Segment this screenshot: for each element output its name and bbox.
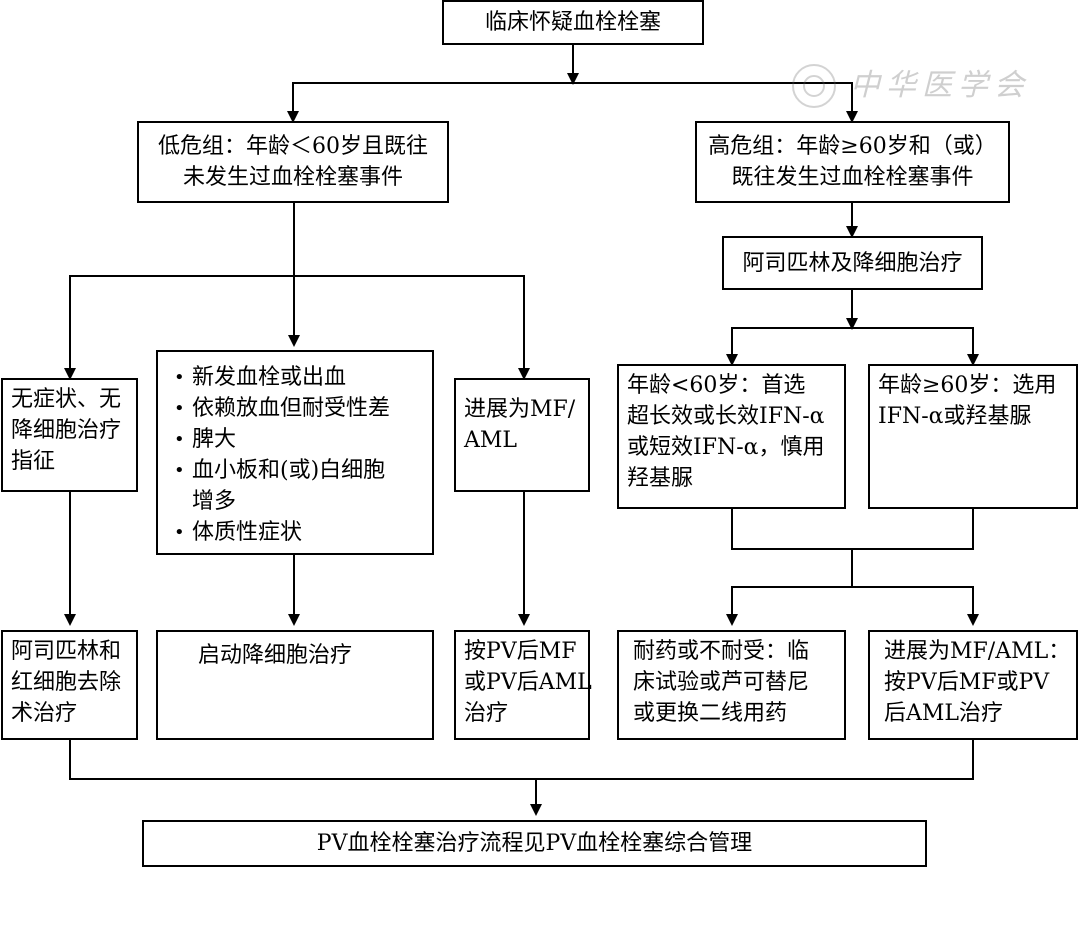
final-box: PV血栓栓塞治疗流程见PV血栓栓塞综合管理	[142, 820, 927, 867]
asymptomatic-line: 降细胞治疗	[11, 418, 122, 443]
resistance-line: 耐药或不耐受：临	[633, 639, 810, 664]
watermark-logo: 中华医学会	[792, 62, 1062, 110]
asymptomatic-box: 无症状、无 降细胞治疗 指征	[1, 378, 138, 492]
start-cytoreduction-box: 启动降细胞治疗	[156, 630, 434, 740]
age-ge60-line: IFN-α或羟基脲	[878, 404, 1032, 429]
age-lt60-line: 超长效或长效IFN-α	[627, 404, 825, 429]
high-risk-line: 既往发生过血栓栓塞事件	[731, 165, 974, 190]
age-lt60-line: 羟基脲	[627, 466, 694, 491]
low-risk-line: 未发生过血栓栓塞事件	[182, 165, 403, 190]
progress-high-line: 按PV后MF或PV	[884, 670, 1050, 695]
start-box: 临床怀疑血栓栓塞	[442, 0, 704, 45]
post-pv-low-line: 治疗	[464, 701, 509, 726]
progress-high-box: 进展为MF/AML： 按PV后MF或PV 后AML治疗	[868, 630, 1078, 740]
aspirin-phlebotomy-line: 阿司匹林和	[11, 639, 122, 664]
start-label: 临床怀疑血栓栓塞	[484, 10, 661, 35]
aspirin-phlebotomy-box: 阿司匹林和 红细胞去除 术治疗	[1, 630, 138, 740]
split-outcomes	[731, 586, 974, 624]
asymptomatic-line: 指征	[11, 449, 56, 474]
age-ge60-line: 年龄≥60岁：选用	[878, 373, 1057, 398]
high-risk-line: 高危组：年龄≥60岁和（或）	[708, 134, 997, 159]
resistance-box: 耐药或不耐受：临 床试验或芦可替尼 或更换二线用药	[617, 630, 846, 740]
aspirin-cytoreduction-label: 阿司匹林及降细胞治疗	[742, 250, 963, 276]
age-lt60-line: 或短效IFN-α，慎用	[627, 435, 825, 460]
low-risk-line: 低危组：年龄＜60岁且既往	[158, 134, 428, 159]
indication-item: 脾大	[164, 424, 426, 455]
split-risk-groups	[292, 82, 853, 121]
post-pv-low-box: 按PV后MF 或PV后AML 治疗	[454, 630, 592, 740]
seal-icon	[792, 64, 836, 108]
merge-all	[69, 740, 974, 780]
age-ge60-box: 年龄≥60岁：选用 IFN-α或羟基脲	[868, 364, 1078, 509]
merge-age-branches	[731, 509, 974, 550]
aspirin-phlebotomy-line: 术治疗	[11, 701, 78, 726]
indication-item: 依赖放血但耐受性差	[164, 393, 426, 424]
progress-high-line: 后AML治疗	[884, 701, 1004, 726]
indication-item: 体质性症状	[164, 517, 426, 548]
aspirin-phlebotomy-line: 红细胞去除	[11, 670, 122, 695]
progress-high-line: 进展为MF/AML：	[884, 639, 1071, 664]
final-label: PV血栓栓塞治疗流程见PV血栓栓塞综合管理	[316, 831, 753, 856]
split-age-branches	[731, 327, 974, 364]
resistance-line: 床试验或芦可替尼	[633, 670, 810, 695]
high-risk-box: 高危组：年龄≥60岁和（或） 既往发生过血栓栓塞事件	[695, 121, 1010, 203]
progress-low-line: AML	[464, 428, 518, 453]
split-low-branches	[69, 275, 525, 365]
asymptomatic-line: 无症状、无	[11, 387, 122, 412]
post-pv-low-line: 或PV后AML	[464, 670, 592, 695]
aspirin-cytoreduction-box: 阿司匹林及降细胞治疗	[722, 236, 983, 290]
low-risk-box: 低危组：年龄＜60岁且既往 未发生过血栓栓塞事件	[137, 121, 449, 203]
post-pv-low-line: 按PV后MF	[464, 639, 577, 664]
progress-low-line: 进展为MF/	[464, 397, 576, 422]
age-lt60-box: 年龄<60岁：首选 超长效或长效IFN-α 或短效IFN-α，慎用 羟基脲	[617, 364, 846, 509]
start-cytoreduction-label: 启动降细胞治疗	[198, 643, 353, 668]
watermark-text: 中华医学会	[850, 68, 1030, 103]
progress-low-box: 进展为MF/ AML	[454, 378, 590, 492]
age-lt60-line: 年龄<60岁：首选	[627, 373, 806, 398]
indication-item: 新发血栓或出血	[164, 362, 426, 393]
resistance-line: 或更换二线用药	[633, 701, 788, 726]
